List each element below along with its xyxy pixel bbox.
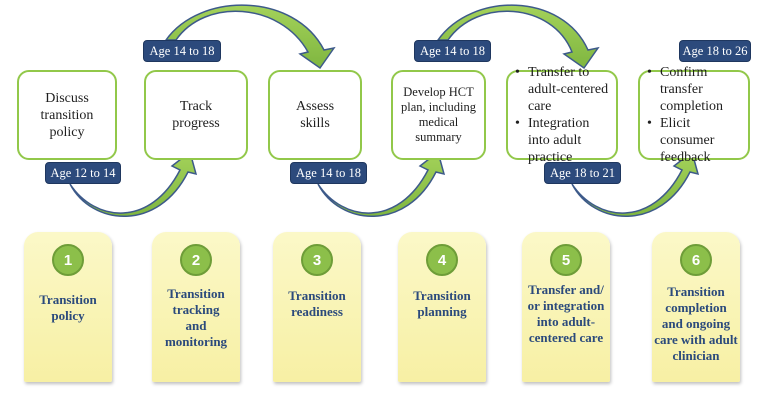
- age-tag-3: Age 14 to 18: [290, 162, 367, 184]
- arrow-4-to-5: [436, 4, 600, 70]
- step-box-3: Assess skills: [268, 70, 362, 160]
- step-number-badge: 1: [52, 244, 84, 276]
- bullet-item: Confirm transfer completion: [647, 64, 742, 115]
- bullet-item: Transfer to adult-centered care: [515, 64, 610, 115]
- card-label: Transition tracking and monitoring: [164, 286, 228, 349]
- card-label: Transition planning: [413, 288, 471, 319]
- card-label: Transfer and/ or integration into adult-…: [527, 282, 605, 345]
- step-box-5: Transfer to adult-centered care Integrat…: [506, 64, 618, 165]
- card-label: Transition policy: [39, 292, 97, 323]
- step-box-6: Confirm transfer completion Elicit consu…: [638, 64, 750, 165]
- element-card-2: 2 Transition tracking and monitoring: [152, 232, 240, 382]
- age-tag-5: Age 18 to 21: [544, 162, 621, 184]
- card-label: Transition readiness: [288, 288, 346, 319]
- card-label: Transition completion and ongoing care w…: [654, 284, 738, 363]
- step-bullets: Transfer to adult-centered care Integrat…: [514, 64, 610, 166]
- element-card-5: 5 Transfer and/ or integration into adul…: [522, 232, 610, 382]
- arrow-2-to-3: [164, 4, 336, 70]
- step-text: Discuss transition policy: [40, 90, 94, 140]
- step-text: Develop HCT plan, including medical summ…: [401, 85, 476, 144]
- step-bullets: Confirm transfer completion Elicit consu…: [646, 64, 742, 166]
- step-number-badge: 6: [680, 244, 712, 276]
- step-text: Track progress: [172, 99, 220, 131]
- step-text: Assess skills: [295, 99, 335, 131]
- step-box-1: Discuss transition policy: [17, 70, 117, 160]
- element-card-4: 4 Transition planning: [398, 232, 486, 382]
- age-tag-6: Age 18 to 26: [679, 40, 751, 62]
- element-card-1: 1 Transition policy: [24, 232, 112, 382]
- step-number-badge: 5: [550, 244, 582, 276]
- step-box-4: Develop HCT plan, including medical summ…: [391, 70, 486, 160]
- age-tag-4: Age 14 to 18: [414, 40, 491, 62]
- age-tag-2: Age 14 to 18: [143, 40, 221, 62]
- arrow-1-to-2: [69, 150, 198, 217]
- element-card-6: 6 Transition completion and ongoing care…: [652, 232, 740, 382]
- step-number-badge: 3: [301, 244, 333, 276]
- step-number-badge: 2: [180, 244, 212, 276]
- bullet-item: Integration into adult practice: [515, 115, 610, 166]
- bullet-item: Elicit consumer feedback: [647, 115, 742, 166]
- step-box-2: Track progress: [144, 70, 248, 160]
- age-tag-1: Age 12 to 14: [45, 162, 121, 184]
- element-card-3: 3 Transition readiness: [273, 232, 361, 382]
- step-number-badge: 4: [426, 244, 458, 276]
- arrow-3-to-4: [317, 150, 446, 217]
